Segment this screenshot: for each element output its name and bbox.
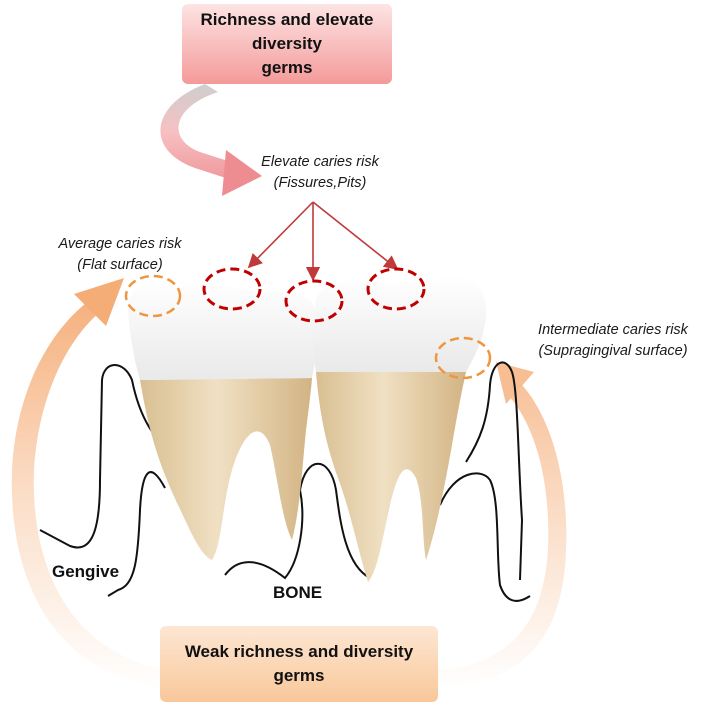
intermediate-caries-risk-label: Intermediate caries risk (Supragingival …	[538, 322, 688, 359]
high-diversity-germs-text: Richness and elevate diversity germs	[200, 10, 374, 77]
red-pointer-arrows	[247, 201, 399, 282]
orange-flat-surface-circle	[124, 274, 182, 318]
orange-supragingival-circle	[434, 336, 492, 380]
gengive-label: Gengive	[52, 562, 120, 581]
red-fissure-circle-3	[366, 267, 426, 311]
average-caries-risk-label: Average caries risk (Flat surface)	[58, 236, 182, 273]
low-diversity-germs-box: Weak richness and diversity germs	[160, 626, 438, 702]
bone-label: BONE	[273, 583, 323, 602]
elevate-caries-risk-label: Elevate caries risk (Fissures,Pits)	[261, 154, 379, 191]
pink-curved-arrow	[160, 84, 262, 196]
high-diversity-germs-box: Richness and elevate diversity germs	[182, 4, 392, 84]
low-diversity-germs-text: Weak richness and diversity germs	[184, 642, 414, 685]
red-fissure-circle-1	[202, 267, 262, 311]
left-tooth	[127, 279, 318, 560]
orange-left-arrow	[11, 278, 178, 690]
red-fissure-circle-2	[284, 279, 344, 323]
right-tooth	[313, 275, 487, 582]
